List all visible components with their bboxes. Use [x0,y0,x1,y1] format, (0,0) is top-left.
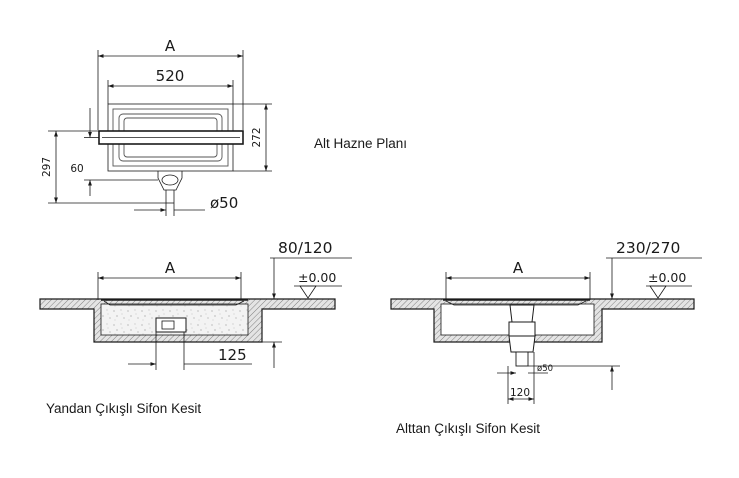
plan-d50-label: ø50 [210,194,238,212]
bottom-height-label: 230/270 [616,239,680,257]
bottom-d50-label: ø50 [537,364,553,374]
side-level-triangle [299,285,317,299]
side-siphon-outlet [161,320,175,330]
bottom-a-label: A [513,259,524,277]
plan-siphon-ring [161,174,179,186]
side-section: A 80/120 ±0.00 125 Yandan Çıkışlı Sifon … [39,239,352,416]
side-height-label: 80/120 [278,239,333,257]
side-level-label: ±0.00 [298,270,336,285]
bottom-section: A 230/270 ±0.00 ø50 120 Alttan Çıkışlı S… [390,239,702,436]
bottom-siphon-body [508,321,536,337]
side-section-title: Yandan Çıkışlı Sifon Kesit [46,401,201,416]
side-125-label: 125 [218,346,247,364]
bottom-120-label: 120 [510,387,530,399]
plan-a-label: A [165,37,176,55]
plan-272-label: 272 [251,127,263,147]
plan-title: Alt Hazne Planı [314,136,407,151]
bottom-level-triangle [649,285,667,299]
plan-siphon-body [157,171,183,191]
plan-297-label: 297 [41,157,53,177]
bottom-siphon-neck [509,304,535,323]
side-a-label: A [165,259,176,277]
bottom-siphon-lower [508,335,536,353]
side-channel-body [103,300,245,306]
bottom-section-title: Alttan Çıkışlı Sifon Kesit [396,421,540,436]
plan-60-label: 60 [70,163,83,175]
plan-520-label: 520 [156,67,185,85]
plan-view: A 520 ø50 272 297 [41,37,407,216]
bottom-level-label: ±0.00 [648,270,686,285]
bottom-siphon-pipe [515,351,529,367]
